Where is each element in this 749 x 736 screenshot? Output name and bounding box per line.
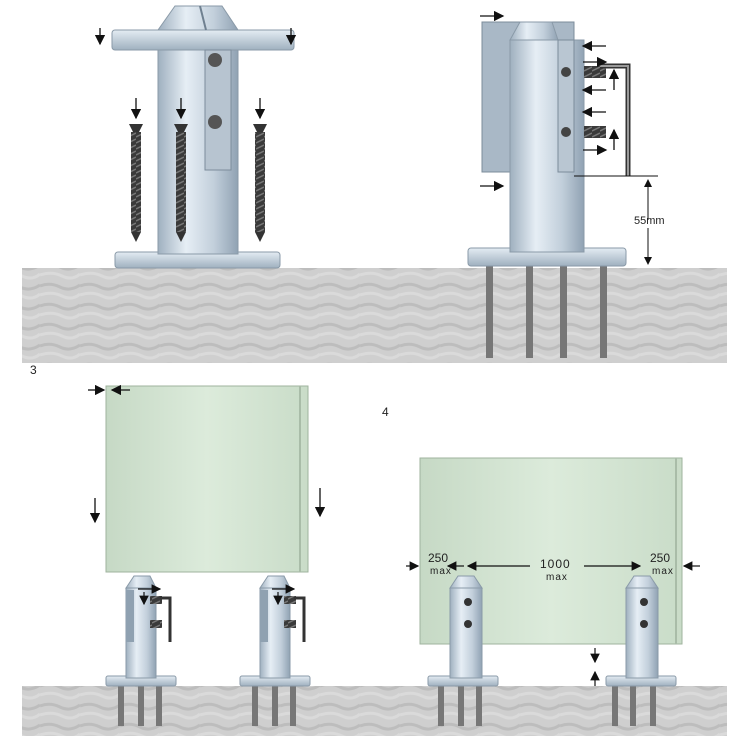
bolt-icon bbox=[208, 53, 222, 67]
spacing-unit: max bbox=[546, 572, 568, 583]
edge-left-unit: max bbox=[430, 566, 452, 577]
concrete-slab bbox=[22, 268, 727, 363]
bolt-icon bbox=[208, 115, 222, 129]
cone-top bbox=[157, 5, 239, 31]
bolt-icon bbox=[561, 67, 571, 77]
clamp-plate bbox=[204, 49, 232, 171]
bolt-icon bbox=[640, 598, 648, 606]
bolt-icon bbox=[284, 620, 296, 628]
bolt-icon bbox=[561, 127, 571, 137]
bolt-icon bbox=[150, 620, 162, 628]
step-4-label: 4 bbox=[382, 405, 389, 419]
screw-icon bbox=[253, 124, 267, 242]
anchor-bolt-icon bbox=[486, 266, 607, 358]
bolt-icon bbox=[464, 620, 472, 628]
height-dimension-label: 55mm bbox=[634, 215, 665, 227]
spigot-right bbox=[605, 575, 677, 687]
cone-top bbox=[509, 21, 559, 41]
panel-3-insert-glass bbox=[22, 384, 727, 736]
panel-1-drill-and-screw bbox=[22, 5, 727, 363]
glass-panel bbox=[105, 385, 309, 573]
spigot-left bbox=[105, 575, 177, 687]
allen-key-icon bbox=[294, 596, 306, 642]
bolt-icon bbox=[464, 598, 472, 606]
anchor-bolt-icon bbox=[118, 684, 296, 726]
edge-right-value: 250 bbox=[650, 551, 670, 565]
anchor-bolt-icon bbox=[438, 684, 656, 726]
bolt-icon bbox=[150, 596, 162, 604]
step-3-label: 3 bbox=[30, 363, 37, 377]
bolt-icon bbox=[284, 596, 296, 604]
top-cap bbox=[111, 29, 295, 51]
panel-2-set-height: 55mm bbox=[467, 10, 665, 358]
edge-left-value: 250 bbox=[428, 551, 448, 565]
bolt-icon bbox=[640, 620, 648, 628]
spigot-left bbox=[427, 575, 499, 687]
screw-icon bbox=[174, 124, 188, 242]
bolt-icon bbox=[584, 126, 606, 138]
panel-4-spacing: 250 max 1000 max 250 max bbox=[406, 457, 700, 726]
allen-key-icon bbox=[160, 596, 172, 642]
clamp-plate bbox=[557, 39, 575, 173]
spigot-right bbox=[239, 575, 311, 687]
concrete-slab bbox=[22, 686, 727, 736]
screw-icon bbox=[129, 124, 143, 242]
spacing-value: 1000 bbox=[540, 557, 571, 571]
edge-right-unit: max bbox=[652, 566, 674, 577]
bolt-icon bbox=[584, 66, 606, 78]
